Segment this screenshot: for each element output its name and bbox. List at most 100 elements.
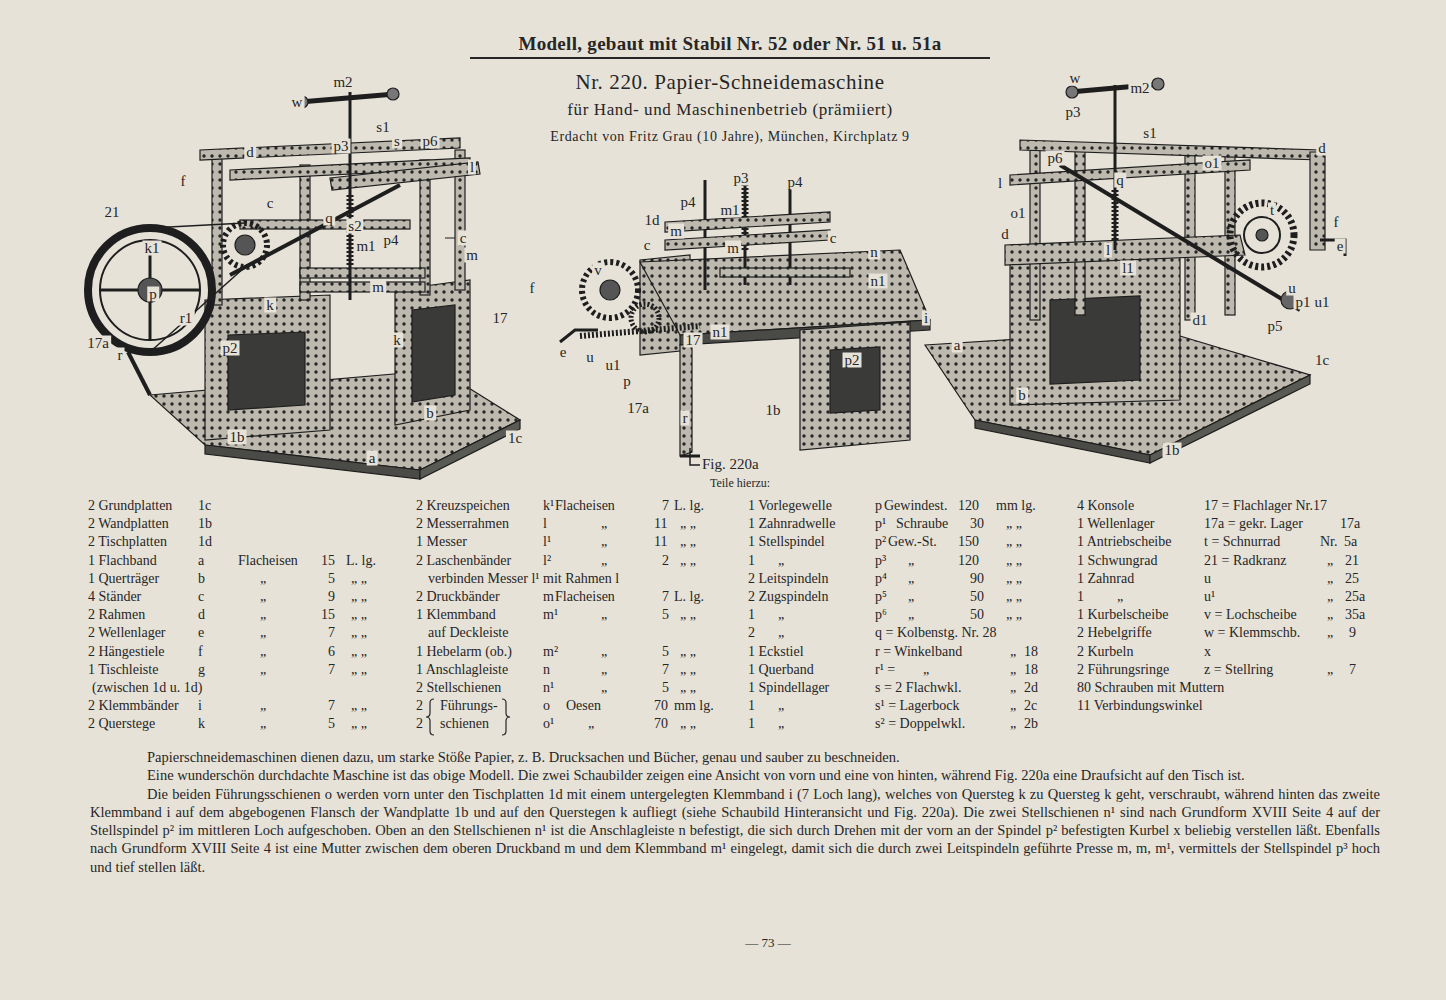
callout-label: 1c [1313,353,1331,368]
parts-table-cell: 2 Laschenbänder [416,554,511,568]
callout-label: r1 [178,311,195,326]
callout-label: d [1316,141,1328,156]
parts-table-cell: 2 [662,554,669,568]
parts-table-cell: „ [601,535,607,549]
front-view-drawing [420,420,520,479]
parts-table-cell: „ [1327,554,1333,568]
callout-label: m [370,280,386,295]
callout-label: l [996,176,1004,191]
callout-label: n [868,245,880,260]
callout-label: m2 [331,75,354,90]
callout-label: p1 [1294,295,1313,310]
rear-view-drawing [1066,86,1078,98]
front-view-drawing [300,268,425,278]
callout-label: k1 [143,241,162,256]
parts-table-cell: 7 [328,626,335,640]
parts-table-cell: l [543,517,547,531]
callout-label: o1 [1203,156,1222,171]
callout-label: b [1016,388,1028,403]
parts-table-cell: „ „ [680,681,696,695]
parts-table-cell: 30 [970,517,984,531]
parts-table-cell: 17a = gekr. Lager [1204,517,1303,531]
parts-table-cell: 1 [748,608,755,622]
parts-table-cell: 5a [1344,535,1357,549]
parts-table-cell: 1 Klemmband [416,608,496,622]
parts-table-cell: „ [260,663,266,677]
top-view-drawing [665,230,830,250]
parts-table-cell: schienen [440,717,489,731]
parts-table-cell: 2 [748,626,755,640]
parts-table-cell: z = Stellring [1204,663,1273,677]
parts-table-cell: Flacheisen [555,499,615,513]
parts-table-cell: o [543,699,550,713]
callout-label: s [392,134,402,149]
front-view-drawing [138,278,162,302]
parts-table-cell: 1 Eckstiel [748,645,804,659]
parts-table-cell: 11 [654,517,667,531]
rear-view-drawing [1114,85,1117,250]
parts-table-cell: i [198,699,202,713]
rear-view-drawing [1230,203,1294,267]
top-view-drawing [704,180,707,290]
callout-label: u1 [1313,295,1332,310]
front-view-drawing [300,94,395,102]
parts-table-cell: 21 [1345,554,1359,568]
parts-table-cell: „ [1327,663,1333,677]
parts-table-cell: 70 [654,717,668,731]
callout-label: d [999,227,1011,242]
parts-table-cell: 1c [198,499,211,513]
figure-caption: Fig. 220a [702,457,759,472]
parts-table-cell: „ [260,645,266,659]
front-view-drawing [230,185,400,275]
callout-label: 17 [491,311,510,326]
parts-table-cell: 17 = Flachlager Nr.17 [1204,499,1327,513]
callout-label: s1 [1141,126,1158,141]
callout-label: w [290,95,305,110]
rear-view-drawing [1152,78,1164,90]
parts-table-cell: 18 [1024,645,1038,659]
parts-table-cell: 2 Druckbänder [416,590,500,604]
parts-table-cell: p¹ [875,517,886,531]
table-brace [426,699,510,735]
rear-view-drawing [1112,190,1119,240]
parts-table-cell: „ [588,717,594,731]
parts-table-cell: 2 Wandplatten [88,517,169,531]
parts-table-cell: 2 Zugspindeln [748,590,829,604]
parts-table-cell: „ [1010,663,1016,677]
parts-table-cell: „ [260,626,266,640]
parts-table-cell: „ „ [680,645,696,659]
parts-table-cell: „ [1117,590,1123,604]
rear-view-drawing [1020,140,1320,160]
parts-table-cell: „ „ [680,663,696,677]
parts-table-cell: u¹ [1204,590,1215,604]
parts-table-cell: 6 [328,645,335,659]
top-view-drawing [720,268,850,277]
parts-table-cell: g [198,663,205,677]
callout-label: p3 [332,139,351,154]
parts-table-cell: 1d [198,535,212,549]
parts-table-cell: 2 Querstege [88,717,155,731]
callout-label: v [592,263,604,278]
callout-label: c [828,231,839,246]
model-subheading: für Hand- und Maschinenbetrieb (prämiier… [567,101,892,118]
parts-table-cell: „ „ [1006,590,1022,604]
front-view-drawing [395,280,470,425]
parts-table-cell: k [198,717,205,731]
parts-table-cell: 21 = Radkranz [1204,554,1287,568]
parts-table-cell: Nr. [1320,535,1338,549]
parts-table-cell: 90 [970,572,984,586]
parts-table-cell: Oesen [566,699,601,713]
callout-label: i [922,311,930,326]
parts-table-cell: 2 Messerrahmen [416,517,509,531]
parts-table-cell: 4 Ständer [88,590,141,604]
top-view-drawing [800,322,910,450]
parts-table-cell: 5 [662,645,669,659]
parts-table-cell: 1 Messer [416,535,467,549]
parts-table-cell: 1 Spindellager [748,681,829,695]
parts-table-cell: m¹ [543,608,558,622]
parts-table-cell: v = Lochscheibe [1204,608,1297,622]
parts-table-cell: „ „ [351,608,367,622]
parts-table-cell: „ [260,699,266,713]
callout-label: q [1114,173,1126,188]
callout-label: 1b [764,403,783,418]
